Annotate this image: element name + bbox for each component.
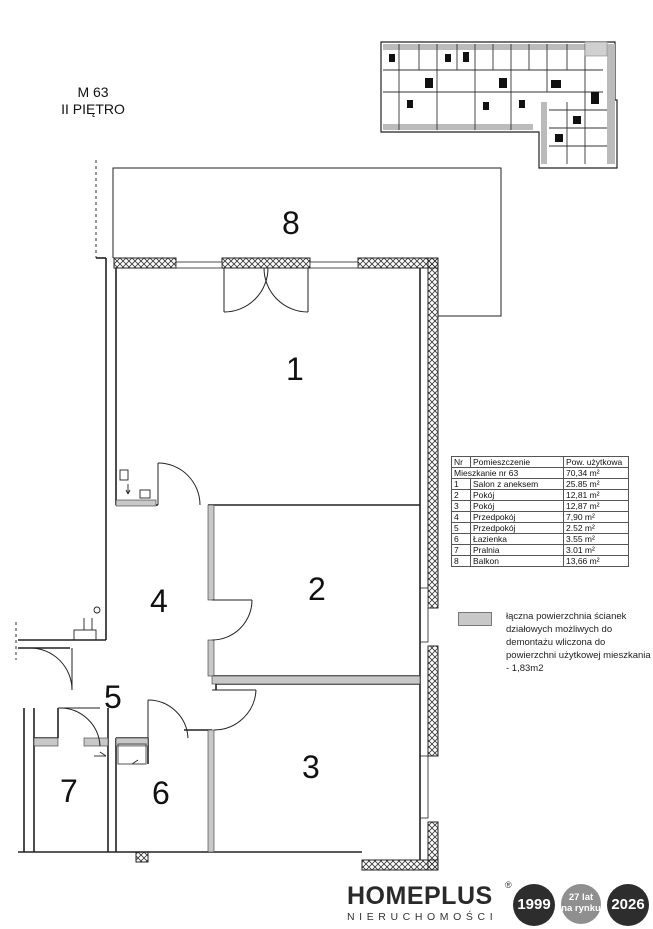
apartment-code: M 63 (77, 84, 109, 100)
row-area: 25.85 m² (563, 478, 629, 490)
homeplus-logo: HOMEPLUS ® NIERUCHOMOŚCI (344, 880, 514, 926)
row-area: 3.55 m² (563, 533, 629, 545)
table-row: 4 Przedpokój 7,90 m² (451, 511, 629, 523)
room-number-5: 5 (104, 679, 122, 715)
removable-partitions (33, 499, 421, 853)
row-area: 12,81 m² (563, 489, 629, 501)
row-nr: 3 (451, 500, 471, 512)
table-row: 6 Łazienka 3.55 m² (451, 533, 629, 545)
row-nr: 6 (451, 533, 471, 545)
table-row: 2 Pokój 12,81 m² (451, 489, 629, 501)
table-row: 8 Balkon 13,66 m² (451, 555, 629, 567)
row-nr: 1 (451, 478, 471, 490)
row-area: 13,66 m² (563, 555, 629, 567)
row-nr: 7 (451, 544, 471, 556)
legend-swatch (458, 612, 492, 626)
room-number-2: 2 (308, 571, 326, 607)
doors (29, 267, 309, 747)
total-label: Mieszkanie nr 63 (451, 467, 564, 479)
badge-line-1: 27 lat (568, 892, 594, 903)
row-name: Balkon (470, 555, 564, 567)
year-start: 1999 (517, 896, 551, 913)
badge-line-2: na rynku (561, 903, 601, 914)
year-start-badge: 1999 (513, 884, 555, 926)
row-area: 3.01 m² (563, 544, 629, 556)
row-area: 12,87 m² (563, 500, 629, 512)
building-key-plan (380, 41, 618, 169)
row-area: 2.52 m² (563, 522, 629, 534)
header-nr: Nr (451, 456, 471, 468)
legend-text: łączna powierzchnia ścianek działowych m… (506, 611, 651, 674)
room-number-4: 4 (150, 583, 168, 619)
badge-text: 27 lat na rynku (561, 884, 601, 914)
row-name: Pokój (470, 489, 564, 501)
row-name: Przedpokój (470, 522, 564, 534)
logo-registered-mark: ® (505, 880, 512, 890)
row-nr: 4 (451, 511, 471, 523)
area-table-header: Nr Pomieszczenie Pow. użytkowa (451, 456, 629, 468)
row-nr: 8 (451, 555, 471, 567)
row-nr: 5 (451, 522, 471, 534)
row-area: 7,90 m² (563, 511, 629, 523)
row-name: Łazienka (470, 533, 564, 545)
logo-wordmark: HOMEPLUS (347, 882, 493, 910)
year-end-badge: 2026 (607, 884, 649, 926)
header-room: Pomieszczenie (470, 456, 564, 468)
apartment-floor: II PIĘTRO (61, 101, 125, 117)
area-table-total-row: Mieszkanie nr 63 70,34 m² (451, 467, 629, 479)
row-name: Pokój (470, 500, 564, 512)
balcony-outline (112, 167, 502, 317)
room-number-1: 1 (286, 351, 304, 387)
year-end: 2026 (611, 896, 645, 913)
exterior-wall (113, 257, 439, 871)
total-value: 70,34 m² (563, 467, 629, 479)
table-row: 3 Pokój 12,87 m² (451, 500, 629, 512)
room-number-8: 8 (282, 205, 300, 241)
table-row: 5 Przedpokój 2.52 m² (451, 522, 629, 534)
row-name: Pralnia (470, 544, 564, 556)
room-number-7: 7 (60, 773, 78, 809)
room-number-6: 6 (152, 775, 170, 811)
logo-subtitle: NIERUCHOMOŚCI (347, 911, 498, 923)
area-table: Nr Pomieszczenie Pow. użytkowa Mieszkani… (451, 456, 629, 567)
table-row: 7 Pralnia 3.01 m² (451, 544, 629, 556)
fixtures (73, 469, 151, 765)
row-name: Przedpokój (470, 511, 564, 523)
interior-walls (18, 257, 421, 860)
row-nr: 2 (451, 489, 471, 501)
table-row: 1 Salon z aneksem 25.85 m² (451, 478, 629, 490)
room-numbers: 8 1 2 4 5 3 7 6 (60, 205, 326, 811)
apartment-title: M 63 II PIĘTRO (60, 84, 126, 118)
header-area: Pow. użytkowa (563, 456, 629, 468)
room-number-3: 3 (302, 749, 320, 785)
row-name: Salon z aneksem (470, 478, 564, 490)
years-on-market-badge: 27 lat na rynku (561, 884, 601, 924)
